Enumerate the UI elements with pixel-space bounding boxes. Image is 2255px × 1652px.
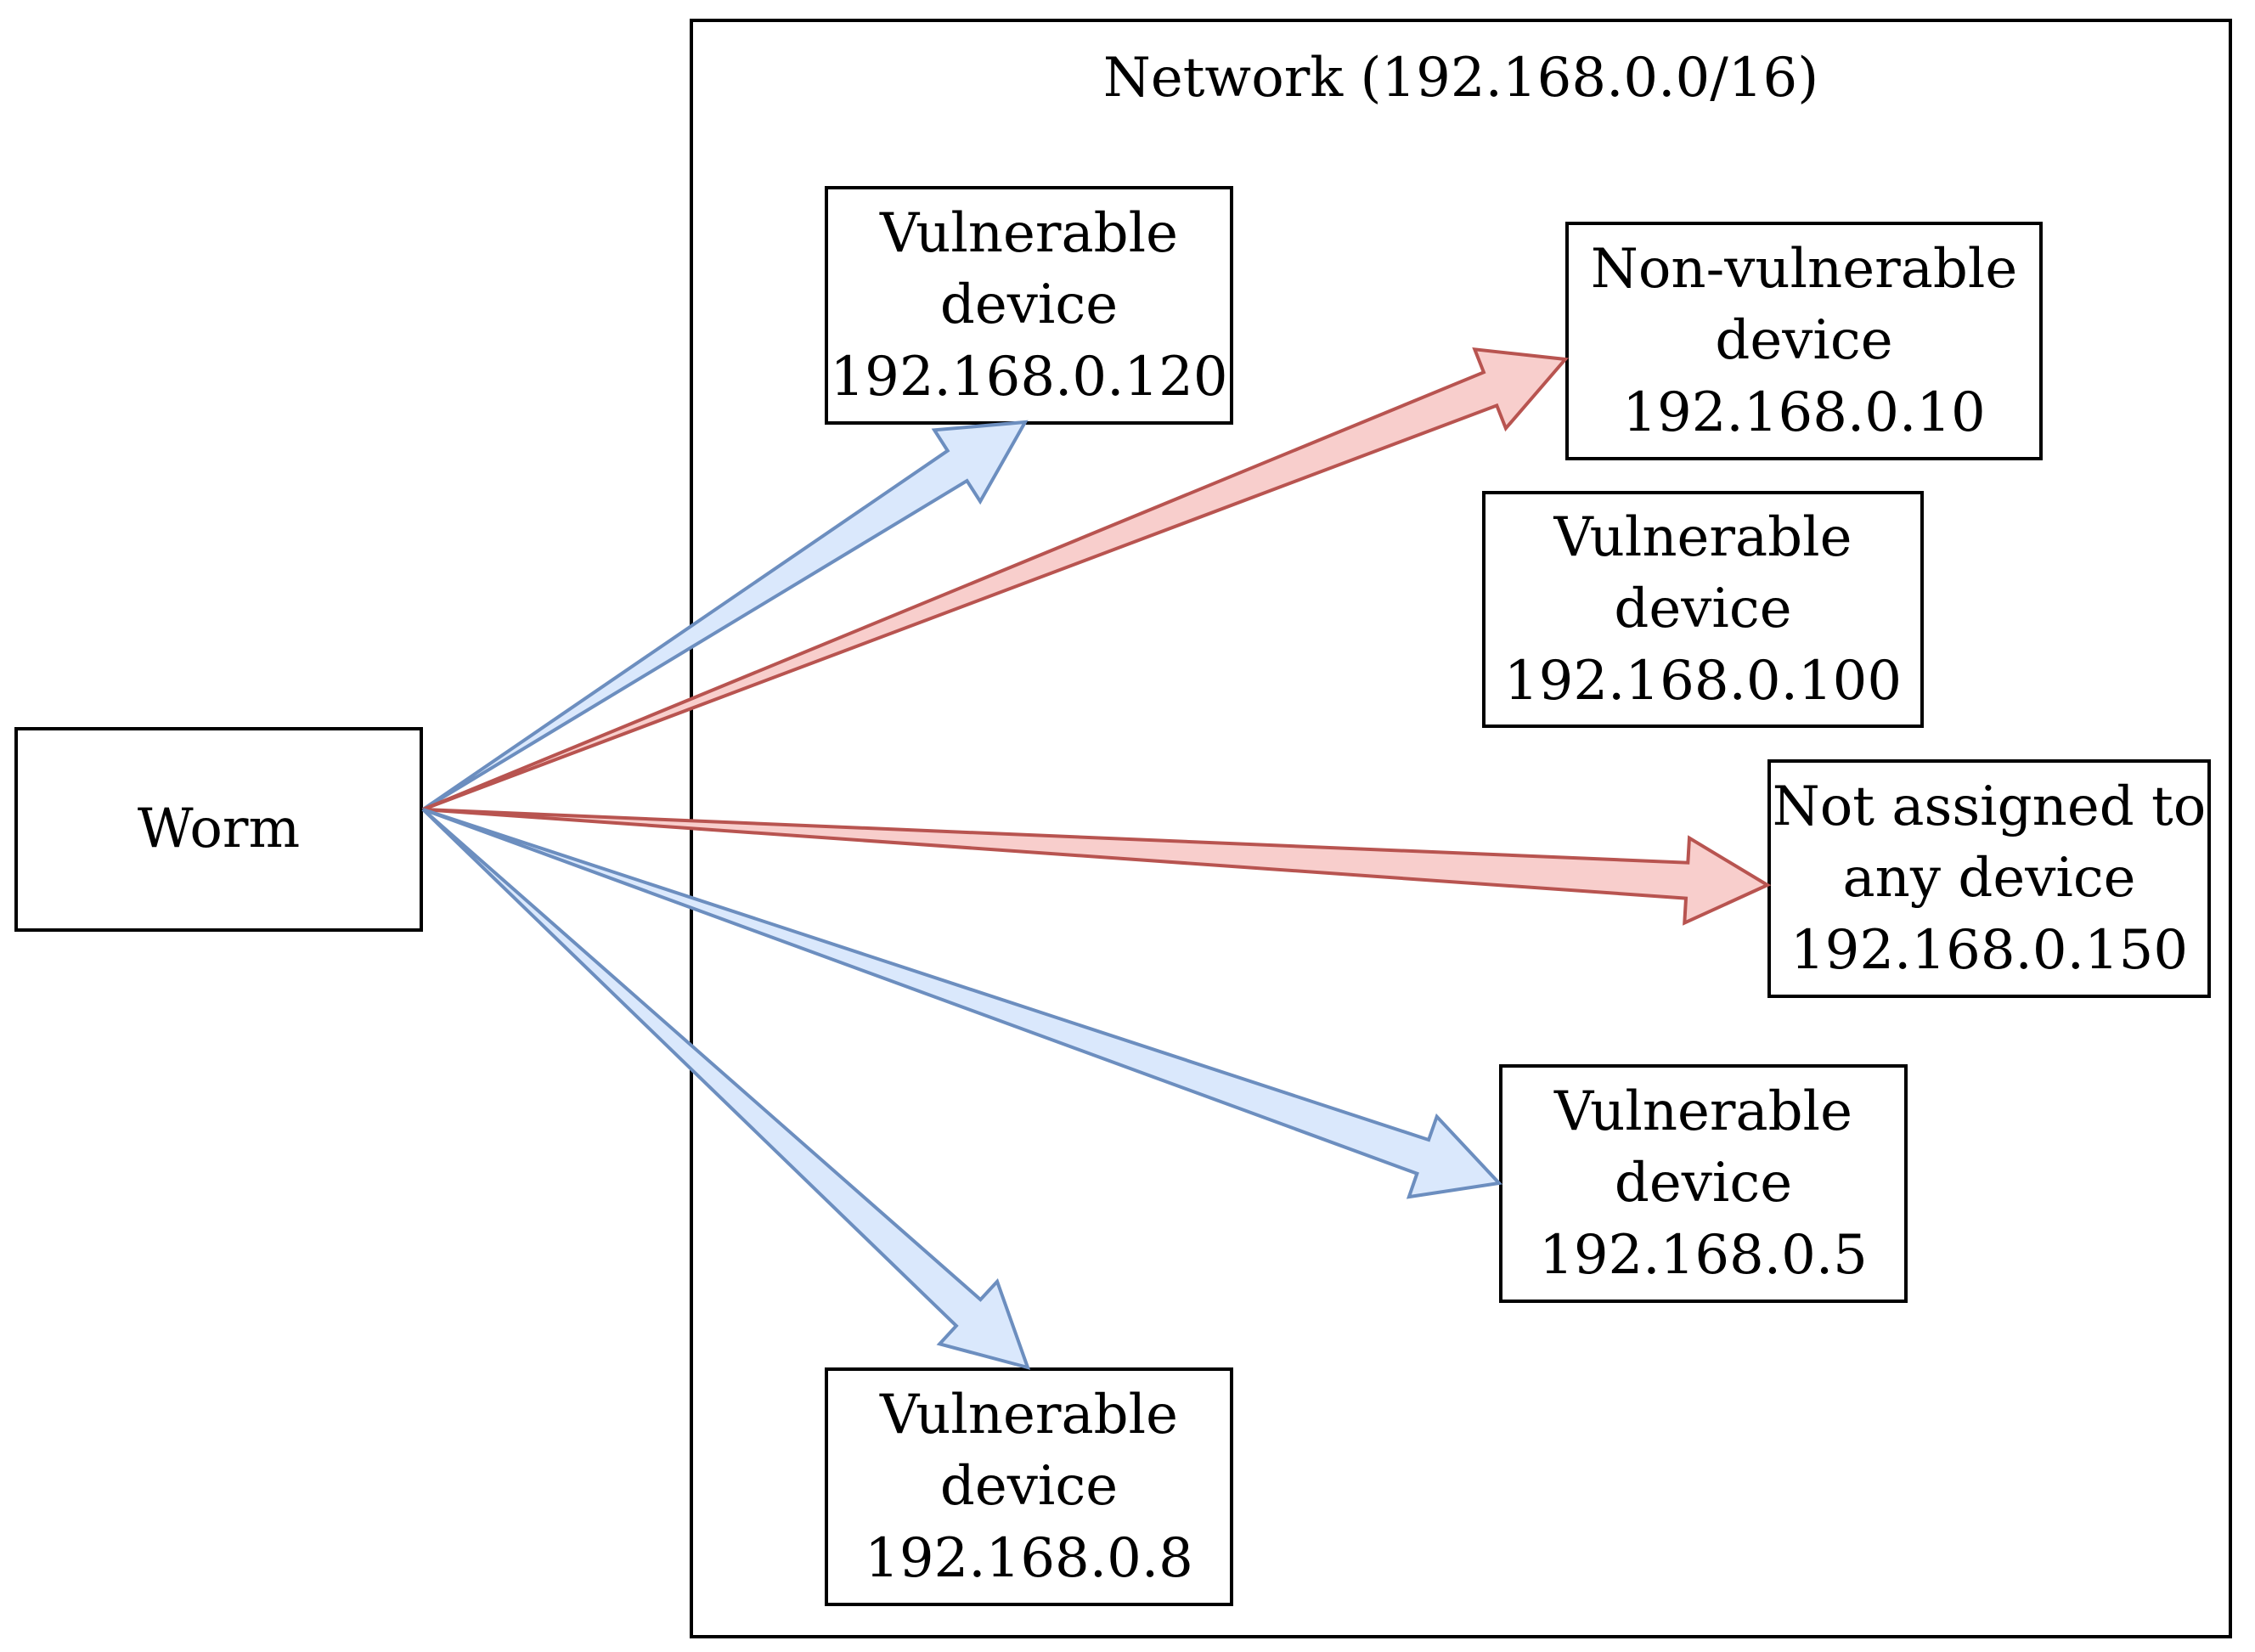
network-title: Network (192.168.0.0/16): [1102, 47, 1819, 110]
arrow-worm-to-dev-120: [421, 420, 1029, 811]
arrow-worm-to-dev-150: [422, 808, 1772, 926]
device-type-label: Not assigned to: [1772, 775, 2207, 838]
worm-label: Worm: [137, 798, 301, 861]
device-node-8: Vulnerable device 192.168.0.8: [825, 1367, 1233, 1606]
device-type-label: Vulnerable: [880, 201, 1178, 265]
device-ip-label: 192.168.0.8: [865, 1526, 1193, 1590]
device-node-150: Not assigned to any device 192.168.0.150: [1767, 759, 2211, 998]
device-ip-label: 192.168.0.120: [830, 345, 1228, 409]
device-ip-label: 192.168.0.10: [1622, 381, 1986, 444]
device-type-label: Vulnerable: [1553, 505, 1852, 569]
device-type-label: Non-vulnerable: [1590, 237, 2018, 301]
device-node-120: Vulnerable device 192.168.0.120: [825, 186, 1233, 425]
device-type-label: device: [1614, 1152, 1793, 1215]
device-node-10: Non-vulnerable device 192.168.0.10: [1565, 222, 2043, 460]
device-ip-label: 192.168.0.100: [1503, 649, 1903, 713]
worm-node: Worm: [14, 727, 423, 932]
device-ip-label: 192.168.0.150: [1790, 918, 2189, 982]
arrow-worm-to-dev-5: [422, 808, 1503, 1199]
device-node-5: Vulnerable device 192.168.0.5: [1499, 1064, 1908, 1303]
device-type-label: device: [939, 273, 1119, 337]
device-type-label: device: [939, 1455, 1119, 1519]
device-node-100: Vulnerable device 192.168.0.100: [1482, 491, 1924, 728]
device-type-label: Vulnerable: [1554, 1080, 1852, 1143]
device-type-label: Vulnerable: [880, 1383, 1178, 1446]
arrow-worm-to-dev-10: [422, 347, 1569, 811]
device-ip-label: 192.168.0.5: [1539, 1223, 1868, 1287]
device-type-label: device: [1614, 578, 1792, 641]
arrow-worm-to-dev-8: [421, 808, 1031, 1370]
device-type-label: device: [1715, 309, 1893, 373]
device-type-label: any device: [1842, 847, 2136, 911]
